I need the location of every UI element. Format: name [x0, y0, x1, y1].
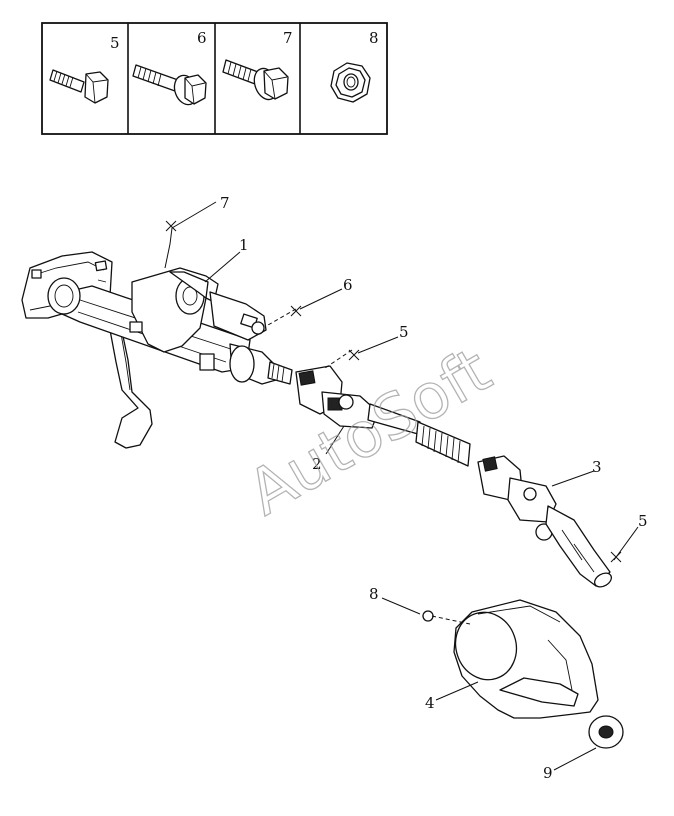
fastener-table: 5 6 7 8	[41, 22, 388, 135]
flange-bolt-icon	[222, 59, 289, 101]
hex-bolt-short-icon	[49, 69, 109, 104]
callout-7: 7	[220, 194, 230, 212]
callout-9: 9	[543, 764, 553, 782]
steering-column-boot	[453, 599, 599, 719]
flange-bolt-long-icon	[132, 64, 207, 106]
table-cell-number: 8	[369, 29, 379, 47]
table-cell-number: 7	[283, 29, 293, 47]
callout-6: 6	[343, 276, 353, 294]
flange-nut-icon	[330, 62, 371, 103]
grommet-icon	[588, 715, 624, 749]
lower-universal-joint	[477, 455, 613, 588]
intermediate-shaft	[295, 365, 471, 467]
callout-4: 4	[425, 694, 435, 712]
callout-labels: 7 1 6 5 2 3 5 8 4 9	[220, 194, 648, 782]
callout-5: 5	[399, 323, 409, 341]
callout-3: 3	[592, 458, 602, 476]
table-cell-number: 6	[197, 29, 207, 47]
steering-column-assembly	[21, 251, 293, 449]
callout-2: 2	[312, 455, 322, 473]
nut-icon	[422, 610, 434, 622]
leader-lines	[164, 201, 639, 771]
callout-8: 8	[369, 585, 379, 603]
watermark: AutoSoft	[235, 333, 502, 529]
table-cell-number: 5	[110, 34, 120, 52]
callout-5: 5	[638, 512, 648, 530]
callout-1: 1	[239, 236, 249, 254]
